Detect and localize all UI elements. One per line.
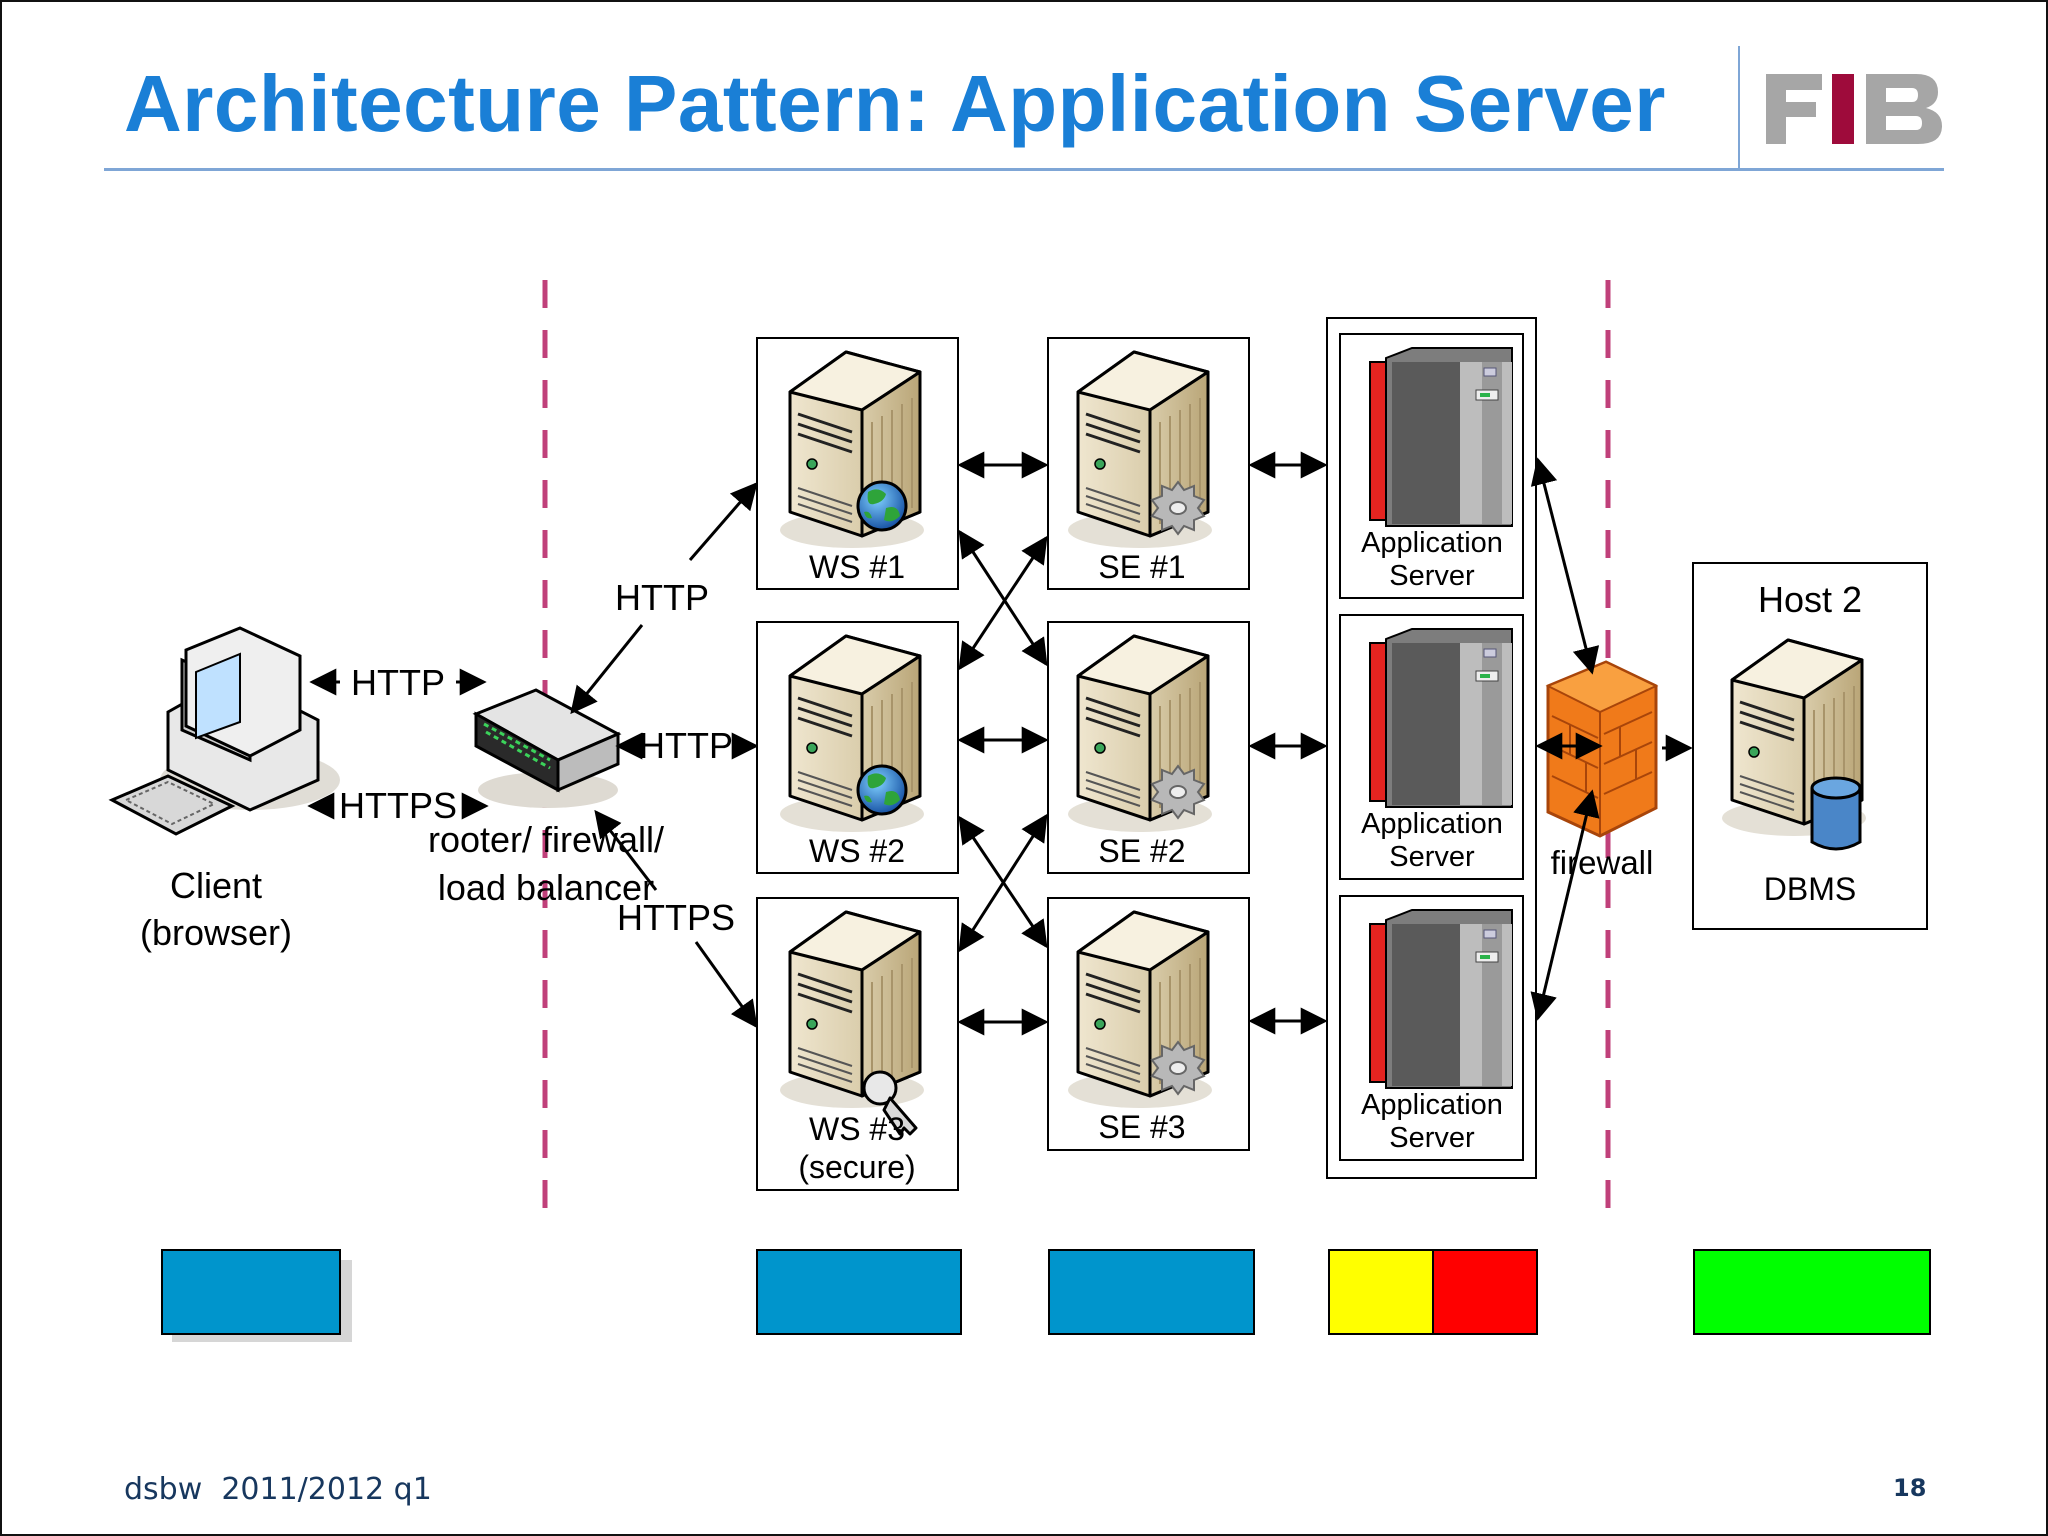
se3-box: SE #3 xyxy=(1047,897,1250,1151)
ws3-sublabel: (secure) xyxy=(798,1149,915,1185)
router-icon xyxy=(472,688,622,808)
se1-box: SE #1 xyxy=(1047,337,1250,590)
arrow-ws2-se1 xyxy=(958,535,1048,671)
app-server-1-sublabel: Server xyxy=(1389,560,1475,592)
ws2-box: WS #2 xyxy=(756,621,959,874)
se1-label: SE #1 xyxy=(1098,549,1185,585)
app-server-2: Application Server xyxy=(1339,614,1524,880)
key-icon xyxy=(862,1070,918,1136)
firewall-label: firewall xyxy=(1551,844,1654,881)
se2-box: SE #2 xyxy=(1047,621,1250,874)
router-label: rooter/ firewall/ xyxy=(428,819,664,860)
arrow-app3-firewall xyxy=(1530,789,1600,1021)
client-label: Client xyxy=(170,865,262,906)
router-https-ws3-label: HTTPS xyxy=(617,897,735,938)
arrow-router-to-ws3-upper xyxy=(594,809,658,891)
ws1-label: WS #1 xyxy=(809,549,905,585)
ws2-label: WS #2 xyxy=(809,833,905,869)
footer-course: dsbw 2011/2012 q1 xyxy=(124,1472,432,1507)
app-server-rack-icon xyxy=(1369,628,1513,808)
app-server-2-sublabel: Server xyxy=(1389,841,1475,873)
app-server-1-label: Application xyxy=(1361,527,1503,559)
ws1-box: WS #1 xyxy=(756,337,959,590)
se2-label: SE #2 xyxy=(1098,833,1185,869)
dbms-label: DBMS xyxy=(1764,871,1856,907)
tier-block-app-yellow xyxy=(1328,1249,1434,1335)
client-https-label: HTTPS xyxy=(339,785,457,826)
client-http-label: HTTP xyxy=(351,662,445,703)
tier-block-script-engines xyxy=(1048,1249,1255,1335)
firewall-icon xyxy=(1545,660,1659,838)
se3-label: SE #3 xyxy=(1098,1109,1185,1145)
app-server-rack-icon xyxy=(1369,347,1513,527)
arrow-app1-firewall xyxy=(1530,457,1600,675)
tier-block-client xyxy=(161,1249,341,1335)
router-http-ws1-label: HTTP xyxy=(615,577,709,618)
router-http-ws2-label: HTTP xyxy=(639,725,733,766)
database-icon xyxy=(1810,776,1862,851)
page-number: 18 xyxy=(1893,1474,1927,1502)
client-sublabel: (browser) xyxy=(140,912,292,953)
ws3-label: WS #3 xyxy=(809,1111,905,1147)
globe-icon xyxy=(856,764,908,816)
title-underline xyxy=(104,168,1944,171)
arrow-router-to-ws1-lower xyxy=(570,624,644,715)
app-server-3-label: Application xyxy=(1361,1089,1503,1121)
tier-block-database xyxy=(1693,1249,1931,1335)
app-server-rack-icon xyxy=(1369,909,1513,1089)
app-server-3-sublabel: Server xyxy=(1389,1122,1475,1154)
app-server-3: Application Server xyxy=(1339,895,1524,1161)
fib-logo xyxy=(1766,74,1942,151)
tier-block-web-servers xyxy=(756,1249,962,1335)
app-server-2-label: Application xyxy=(1361,808,1503,840)
arrow-ws1-se2 xyxy=(958,529,1048,667)
arrow-router-to-ws3-lower xyxy=(694,941,758,1029)
slide-title: Architecture Pattern: Application Server xyxy=(124,59,1666,148)
globe-icon xyxy=(856,480,908,532)
host2-box: Host 2 DBMS xyxy=(1692,562,1928,930)
tier-block-app-red xyxy=(1432,1249,1538,1335)
arrow-router-to-ws1-upper xyxy=(688,481,758,561)
client-computer-icon xyxy=(108,626,340,836)
app-server-1: Application Server xyxy=(1339,333,1524,599)
host2-title: Host 2 xyxy=(1758,579,1862,620)
router-sublabel: load balancer xyxy=(438,867,654,908)
arrow-ws3-se2 xyxy=(958,813,1048,953)
ws3-box: WS #3 (secure) xyxy=(756,897,959,1191)
logo-divider xyxy=(1738,46,1740,170)
